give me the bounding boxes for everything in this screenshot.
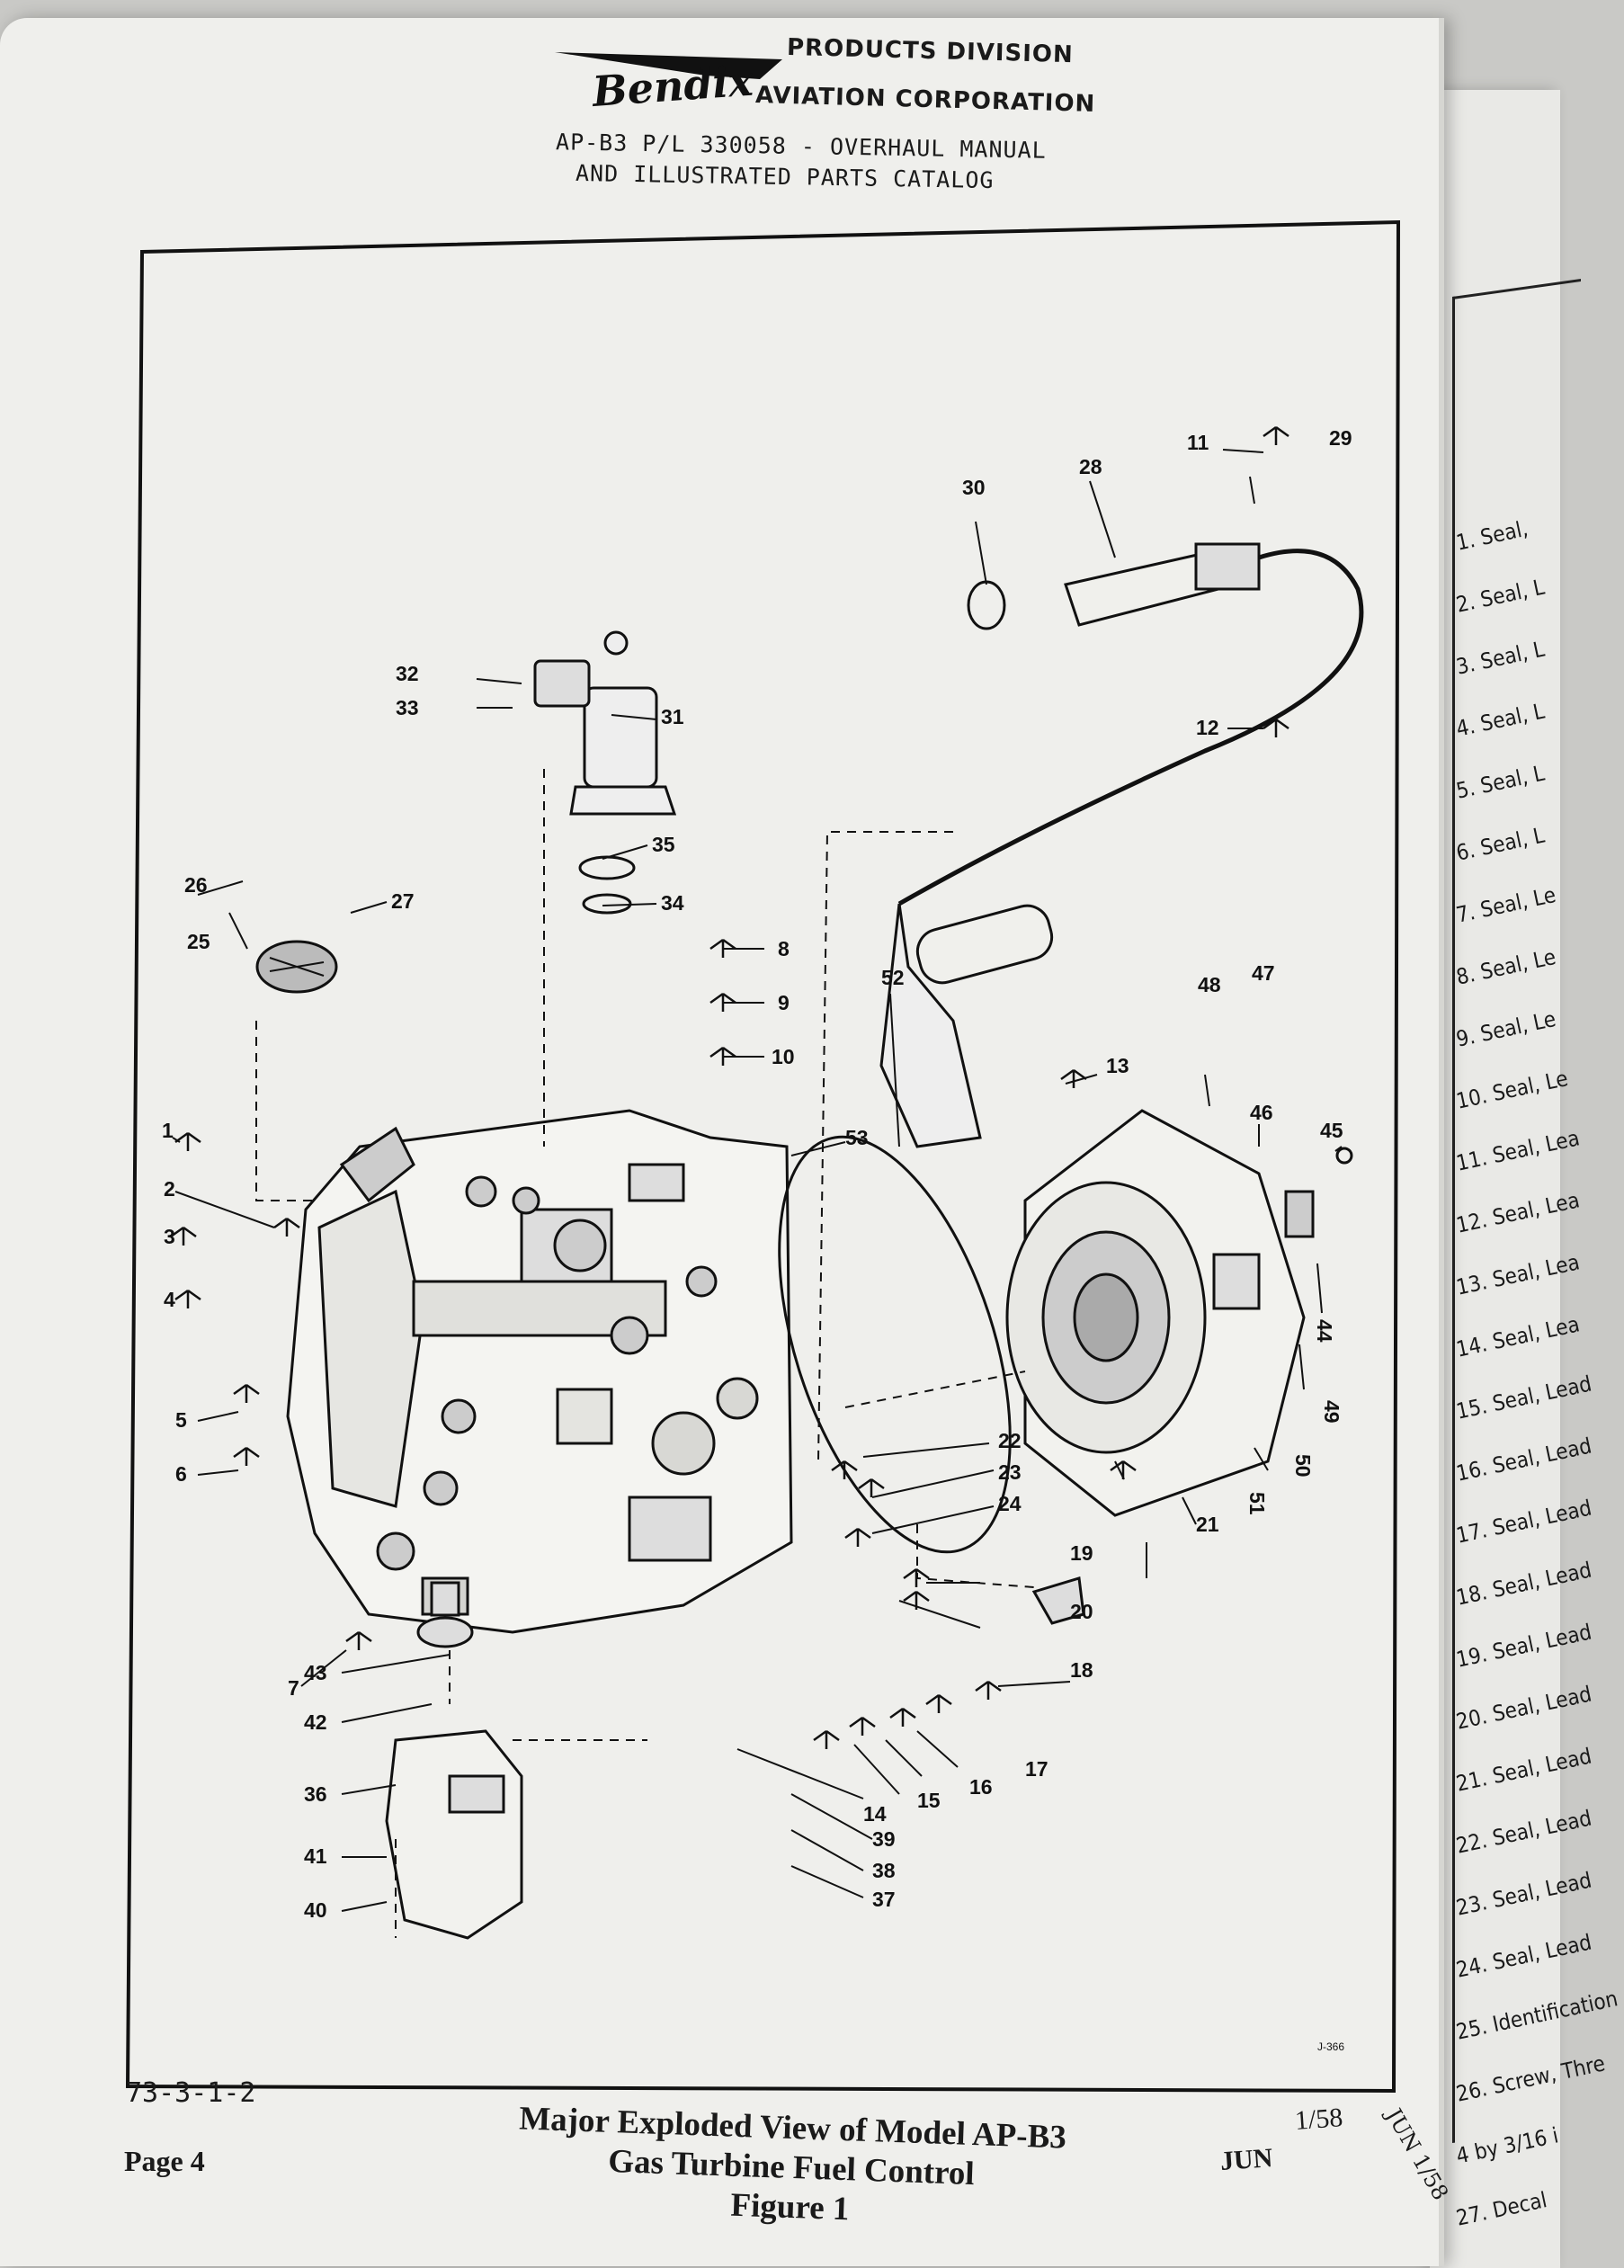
- callout-15: 15: [917, 1789, 941, 1812]
- callout-13: 13: [1106, 1054, 1129, 1077]
- callout-36: 36: [304, 1782, 327, 1806]
- manual-title: AP-B3 P/L 330058 - OVERHAUL MANUAL: [555, 129, 1047, 164]
- callout-9: 9: [778, 991, 790, 1014]
- pump-housing: [385, 1729, 523, 1940]
- callout-26: 26: [184, 873, 208, 897]
- callout-2: 2: [164, 1177, 175, 1201]
- page-number: Page 4: [124, 2145, 205, 2177]
- callout-8: 8: [778, 937, 790, 960]
- document-number: 73-3-1-2: [126, 2077, 256, 2109]
- callout-41: 41: [304, 1844, 327, 1868]
- callout-52: 52: [881, 966, 905, 989]
- revision-year: 1/58: [1293, 2103, 1344, 2136]
- callout-40: 40: [304, 1898, 327, 1922]
- callout-46: 46: [1250, 1101, 1273, 1124]
- callout-18: 18: [1070, 1658, 1093, 1682]
- bendix-logo: Bendix: [555, 52, 782, 117]
- callout-7: 7: [288, 1676, 299, 1700]
- callout-16: 16: [969, 1775, 993, 1799]
- callout-11: 11: [1187, 431, 1209, 454]
- facing-page: 1. Seal, 2. Seal, L 3. Seal, L 4. Seal, …: [1430, 90, 1620, 2268]
- callout-37: 37: [872, 1888, 896, 1911]
- callout-12: 12: [1196, 716, 1219, 739]
- callout-labels: 1 2 3 4 5 6 7 8 9 10 11 12 13 14 15 16 1…: [162, 426, 1352, 2053]
- callout-44: 44: [1313, 1319, 1336, 1343]
- callout-45: 45: [1320, 1119, 1343, 1142]
- figure-drawing: 1 2 3 4 5 6 7 8 9 10 11 12 13 14 15 16 1…: [125, 219, 1401, 2094]
- figure-caption: Major Exploded View of Model AP-B3 Gas T…: [448, 2097, 1135, 2239]
- division-name: PRODUCTS DIVISION: [786, 33, 1075, 69]
- callout-50: 50: [1291, 1454, 1315, 1478]
- callout-28: 28: [1079, 455, 1102, 478]
- callout-35: 35: [652, 833, 675, 856]
- callout-21: 21: [1196, 1513, 1219, 1536]
- housing-cover: [1005, 1109, 1306, 1517]
- manual-subtitle: AND ILLUSTRATED PARTS CATALOG: [575, 159, 995, 194]
- callout-3: 3: [164, 1225, 175, 1248]
- callout-32: 32: [396, 662, 419, 685]
- callout-43: 43: [304, 1661, 327, 1684]
- callout-51: 51: [1245, 1492, 1269, 1515]
- callout-53: 53: [845, 1126, 869, 1149]
- parts-list: 1. Seal, 2. Seal, L 3. Seal, L 4. Seal, …: [1454, 513, 1621, 2250]
- logo-text: Bendix: [589, 57, 755, 117]
- solenoid-valve: [533, 630, 677, 816]
- figure-corner-mark: J-366: [1317, 2040, 1344, 2053]
- callout-31: 31: [661, 705, 684, 728]
- callout-6: 6: [175, 1462, 187, 1486]
- callout-10: 10: [772, 1045, 795, 1068]
- callout-48: 48: [1198, 973, 1221, 996]
- callout-14: 14: [863, 1802, 887, 1826]
- callout-33: 33: [396, 696, 419, 719]
- callout-25: 25: [187, 930, 210, 953]
- callout-4: 4: [164, 1288, 175, 1311]
- callout-23: 23: [998, 1460, 1022, 1484]
- callout-47: 47: [1252, 961, 1275, 985]
- callout-24: 24: [998, 1492, 1022, 1515]
- callout-27: 27: [391, 889, 415, 913]
- actuator-tube: [879, 542, 1364, 1148]
- callout-19: 19: [1070, 1541, 1093, 1565]
- callout-30: 30: [962, 476, 986, 499]
- callout-17: 17: [1025, 1757, 1048, 1781]
- revision-month: JUN: [1218, 2143, 1274, 2176]
- corporation-name: AVIATION CORPORATION: [754, 82, 1096, 118]
- callout-34: 34: [661, 891, 684, 915]
- callout-29: 29: [1329, 426, 1352, 450]
- callout-49: 49: [1320, 1400, 1343, 1424]
- callout-22: 22: [998, 1429, 1022, 1452]
- callout-1: 1: [162, 1119, 174, 1142]
- callout-42: 42: [304, 1710, 327, 1734]
- page-header: Bendix PRODUCTS DIVISION AVIATION CORPOR…: [0, 0, 1439, 216]
- callout-39: 39: [872, 1827, 896, 1851]
- callout-38: 38: [872, 1859, 896, 1882]
- fuel-control-body: [286, 1109, 793, 1634]
- callout-20: 20: [1070, 1600, 1093, 1623]
- callout-5: 5: [175, 1408, 187, 1432]
- exploded-view-figure: 1 2 3 4 5 6 7 8 9 10 11 12 13 14 15 16 1…: [125, 211, 1403, 2109]
